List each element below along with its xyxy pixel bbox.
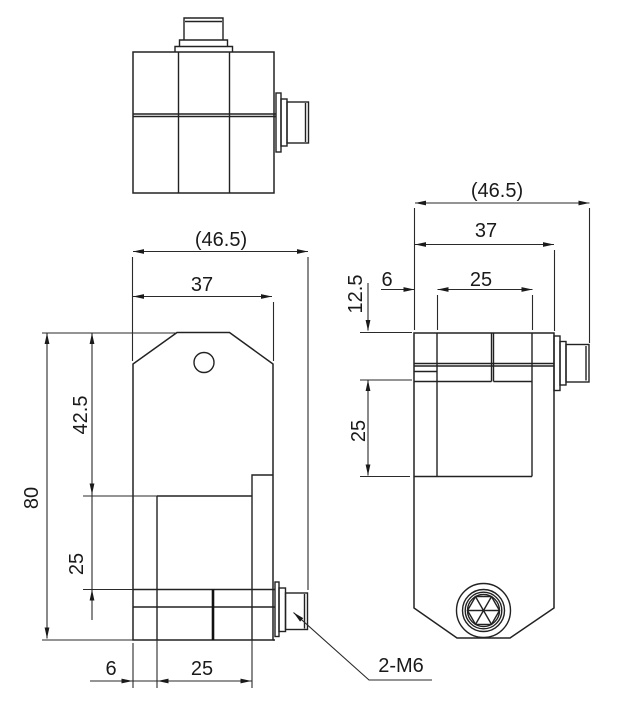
back-width-dim: [415, 243, 556, 331]
front-connector-step: [278, 587, 287, 633]
top-connector: [174, 17, 234, 52]
top-view: [132, 17, 310, 194]
front-overall-width-dim: [131, 250, 309, 590]
arrowhead: [44, 333, 50, 344]
back-body-lines: [414, 333, 554, 478]
dim-label-front-height: 80: [21, 487, 43, 509]
arrowhead: [365, 380, 371, 391]
arrowhead: [437, 287, 449, 292]
front-left-chain-dim: [83, 333, 157, 620]
dim-label-front-lower-width: 25: [191, 658, 213, 680]
dim-label-front-width: 37: [191, 274, 213, 296]
front-body-step: [251, 474, 273, 640]
front-width-dim: [133, 295, 275, 361]
front-view: [132, 331, 309, 641]
dim-label-front-upper-height: 42.5: [70, 396, 92, 435]
dim-label-back-overall-width: (46.5): [471, 180, 523, 202]
arrowhead: [415, 242, 426, 247]
arrowhead: [415, 200, 426, 206]
screw-head-circle-2: [461, 588, 506, 633]
back-overall-width-dim: [413, 202, 591, 343]
back-view: [413, 332, 590, 639]
arrowhead: [44, 627, 50, 639]
screw-head-outer-circle: [455, 582, 512, 639]
thread-leader-line: [293, 612, 432, 681]
right-connector-plug: [286, 101, 310, 144]
front-body-lines: [133, 495, 275, 641]
front-connector-plug: [284, 592, 309, 631]
hanging-hole: [193, 351, 215, 374]
back-connector-step: [559, 340, 567, 386]
dimension-lines: [42, 202, 591, 688]
dim-label-front-edge-offset: 6: [105, 658, 116, 680]
hex-socket-spokes: [467, 596, 500, 625]
arrowhead: [261, 294, 272, 299]
thread-note-label: 2-M6: [378, 655, 424, 677]
dim-label-back-edge-offset: 6: [381, 269, 392, 291]
screw-head-circle-3: [464, 591, 503, 630]
arrowhead: [89, 483, 95, 495]
front-height-dim: [42, 332, 176, 641]
arrowhead: [157, 678, 169, 684]
back-plate-outline: [413, 332, 555, 639]
arrowhead: [521, 287, 533, 292]
labels: (46.5) 37 80 42.5 25 6 25 2-M6 (46.5) 37…: [21, 180, 523, 680]
dim-label-front-overall-width: (46.5): [195, 229, 247, 251]
top-view-body: [132, 51, 275, 194]
arrowhead: [403, 287, 415, 292]
arrowhead: [121, 678, 133, 684]
back-body-height-dim: [360, 379, 412, 478]
dim-label-back-width: 37: [475, 220, 497, 242]
dim-label-front-lower-height: 25: [66, 553, 88, 575]
back-connector-plug: [565, 343, 590, 383]
arrowhead: [89, 333, 95, 344]
right-connector-flange: [275, 92, 282, 153]
front-bottom-dim: [90, 640, 253, 688]
arrowhead: [240, 678, 252, 684]
dim-label-back-upper-width: 25: [470, 269, 492, 291]
top-view-body-lines: [133, 52, 276, 193]
dim-label-back-body-height: 25: [348, 420, 370, 442]
arrowhead: [133, 249, 144, 254]
arrowhead: [365, 464, 371, 476]
arrowhead: [578, 200, 590, 206]
leader-arrowhead: [293, 612, 304, 622]
right-connector-step: [280, 98, 288, 147]
arrowhead: [365, 320, 371, 331]
back-connector-flange: [553, 335, 561, 392]
arrowhead: [297, 249, 308, 254]
arrowhead: [133, 294, 144, 299]
arrowhead: [89, 589, 95, 601]
dim-label-back-upper-height: 12.5: [345, 275, 367, 314]
back-top-width-dims: [381, 288, 534, 330]
arrowhead: [543, 242, 554, 247]
arrowheads: [44, 200, 590, 684]
